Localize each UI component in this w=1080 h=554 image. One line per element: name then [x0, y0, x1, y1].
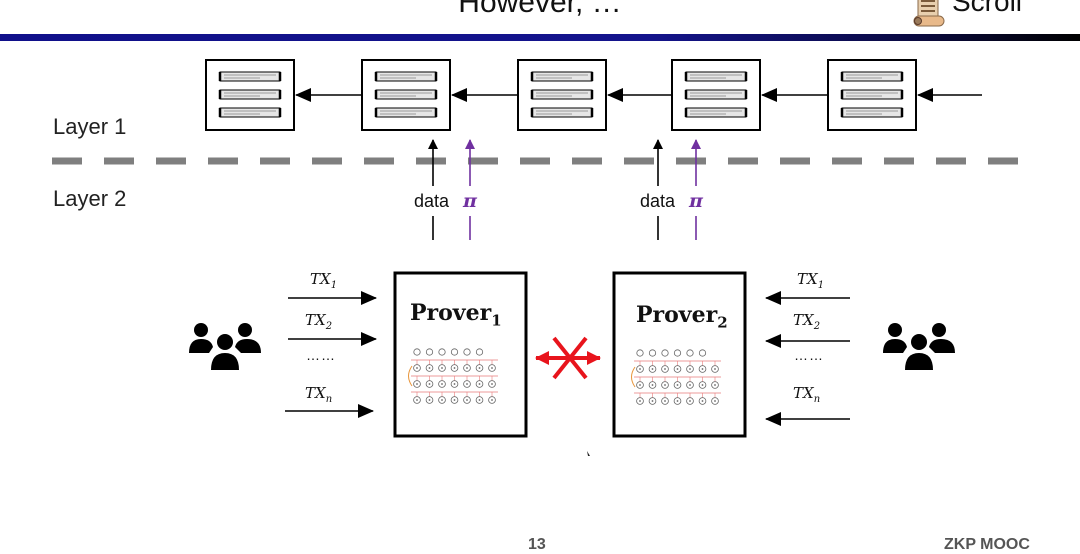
- data-label-2: data: [640, 191, 676, 211]
- mouse-cursor: [587, 451, 590, 456]
- circuit-gate: [698, 349, 707, 357]
- slide-title: However, …: [458, 0, 622, 19]
- circuit-gate: [438, 348, 446, 356]
- block-tx-row: [685, 107, 747, 118]
- block-tx-row: [219, 89, 281, 100]
- title-underline-bar: [0, 34, 1080, 41]
- tx2-label-right: TX2: [793, 311, 821, 332]
- prover1-subscript: 1: [491, 311, 502, 330]
- block-tx-row: [685, 89, 747, 100]
- block-tx-row: [219, 71, 281, 82]
- page-number: 13: [528, 536, 546, 553]
- circuit-gate: [413, 348, 421, 356]
- proof-label-2: π: [689, 190, 703, 212]
- tx1-label-right: TX1: [797, 270, 825, 291]
- data-label-1: data: [414, 191, 450, 211]
- layer2-label: Layer 2: [53, 186, 127, 211]
- block-tx-row: [375, 71, 437, 82]
- circuit-gate: [475, 348, 484, 356]
- circuit-gate: [463, 348, 471, 356]
- block: [827, 59, 917, 131]
- tx-ellipsis-left: ……: [306, 347, 336, 363]
- txn-label-right: TXn: [793, 384, 821, 405]
- circuit-gate: [636, 349, 644, 357]
- prover1-name: Prover: [410, 300, 492, 326]
- blocked-bidirectional-arrow-icon: [535, 336, 601, 380]
- circuit-gate: [648, 349, 657, 357]
- prover2-title: Prover2: [636, 302, 728, 331]
- prover1-title: Prover1: [410, 300, 502, 329]
- block-tx-row: [219, 107, 281, 118]
- tx1-label-left: TX1: [310, 270, 338, 291]
- circuit-gate: [425, 348, 434, 356]
- block-tx-row: [841, 71, 903, 82]
- users-group-icon-left: [189, 323, 261, 370]
- block-tx-row: [531, 89, 593, 100]
- block: [517, 59, 607, 131]
- block-tx-row: [685, 71, 747, 82]
- block: [361, 59, 451, 131]
- scroll-icon: [912, 0, 946, 28]
- block-tx-row: [531, 107, 593, 118]
- layer1-label: Layer 1: [53, 114, 127, 139]
- block-tx-row: [841, 89, 903, 100]
- circuit-gate: [450, 348, 459, 356]
- block-tx-row: [375, 107, 437, 118]
- tx-ellipsis-right: ……: [794, 347, 824, 363]
- prover2-subscript: 2: [717, 313, 728, 332]
- circuit-gate: [686, 349, 694, 357]
- block-tx-row: [375, 89, 437, 100]
- block: [671, 59, 761, 131]
- circuit-gate: [673, 349, 682, 357]
- txn-label-left: TXn: [305, 384, 333, 405]
- block: [205, 59, 295, 131]
- block-tx-row: [841, 107, 903, 118]
- layer1-blockchain: [205, 59, 982, 131]
- scroll-logo-text: Scroll: [952, 0, 1023, 17]
- prover1-circuit-diagram: [408, 348, 498, 404]
- footer-brand: ZKP MOOC: [944, 536, 1030, 553]
- block-tx-row: [531, 71, 593, 82]
- proof-label-1: π: [463, 190, 477, 212]
- tx2-label-left: TX2: [305, 311, 333, 332]
- users-group-icon-right: [883, 323, 955, 370]
- prover2-name: Prover: [636, 302, 718, 328]
- prover2-circuit-diagram: [631, 349, 721, 405]
- circuit-gate: [661, 349, 669, 357]
